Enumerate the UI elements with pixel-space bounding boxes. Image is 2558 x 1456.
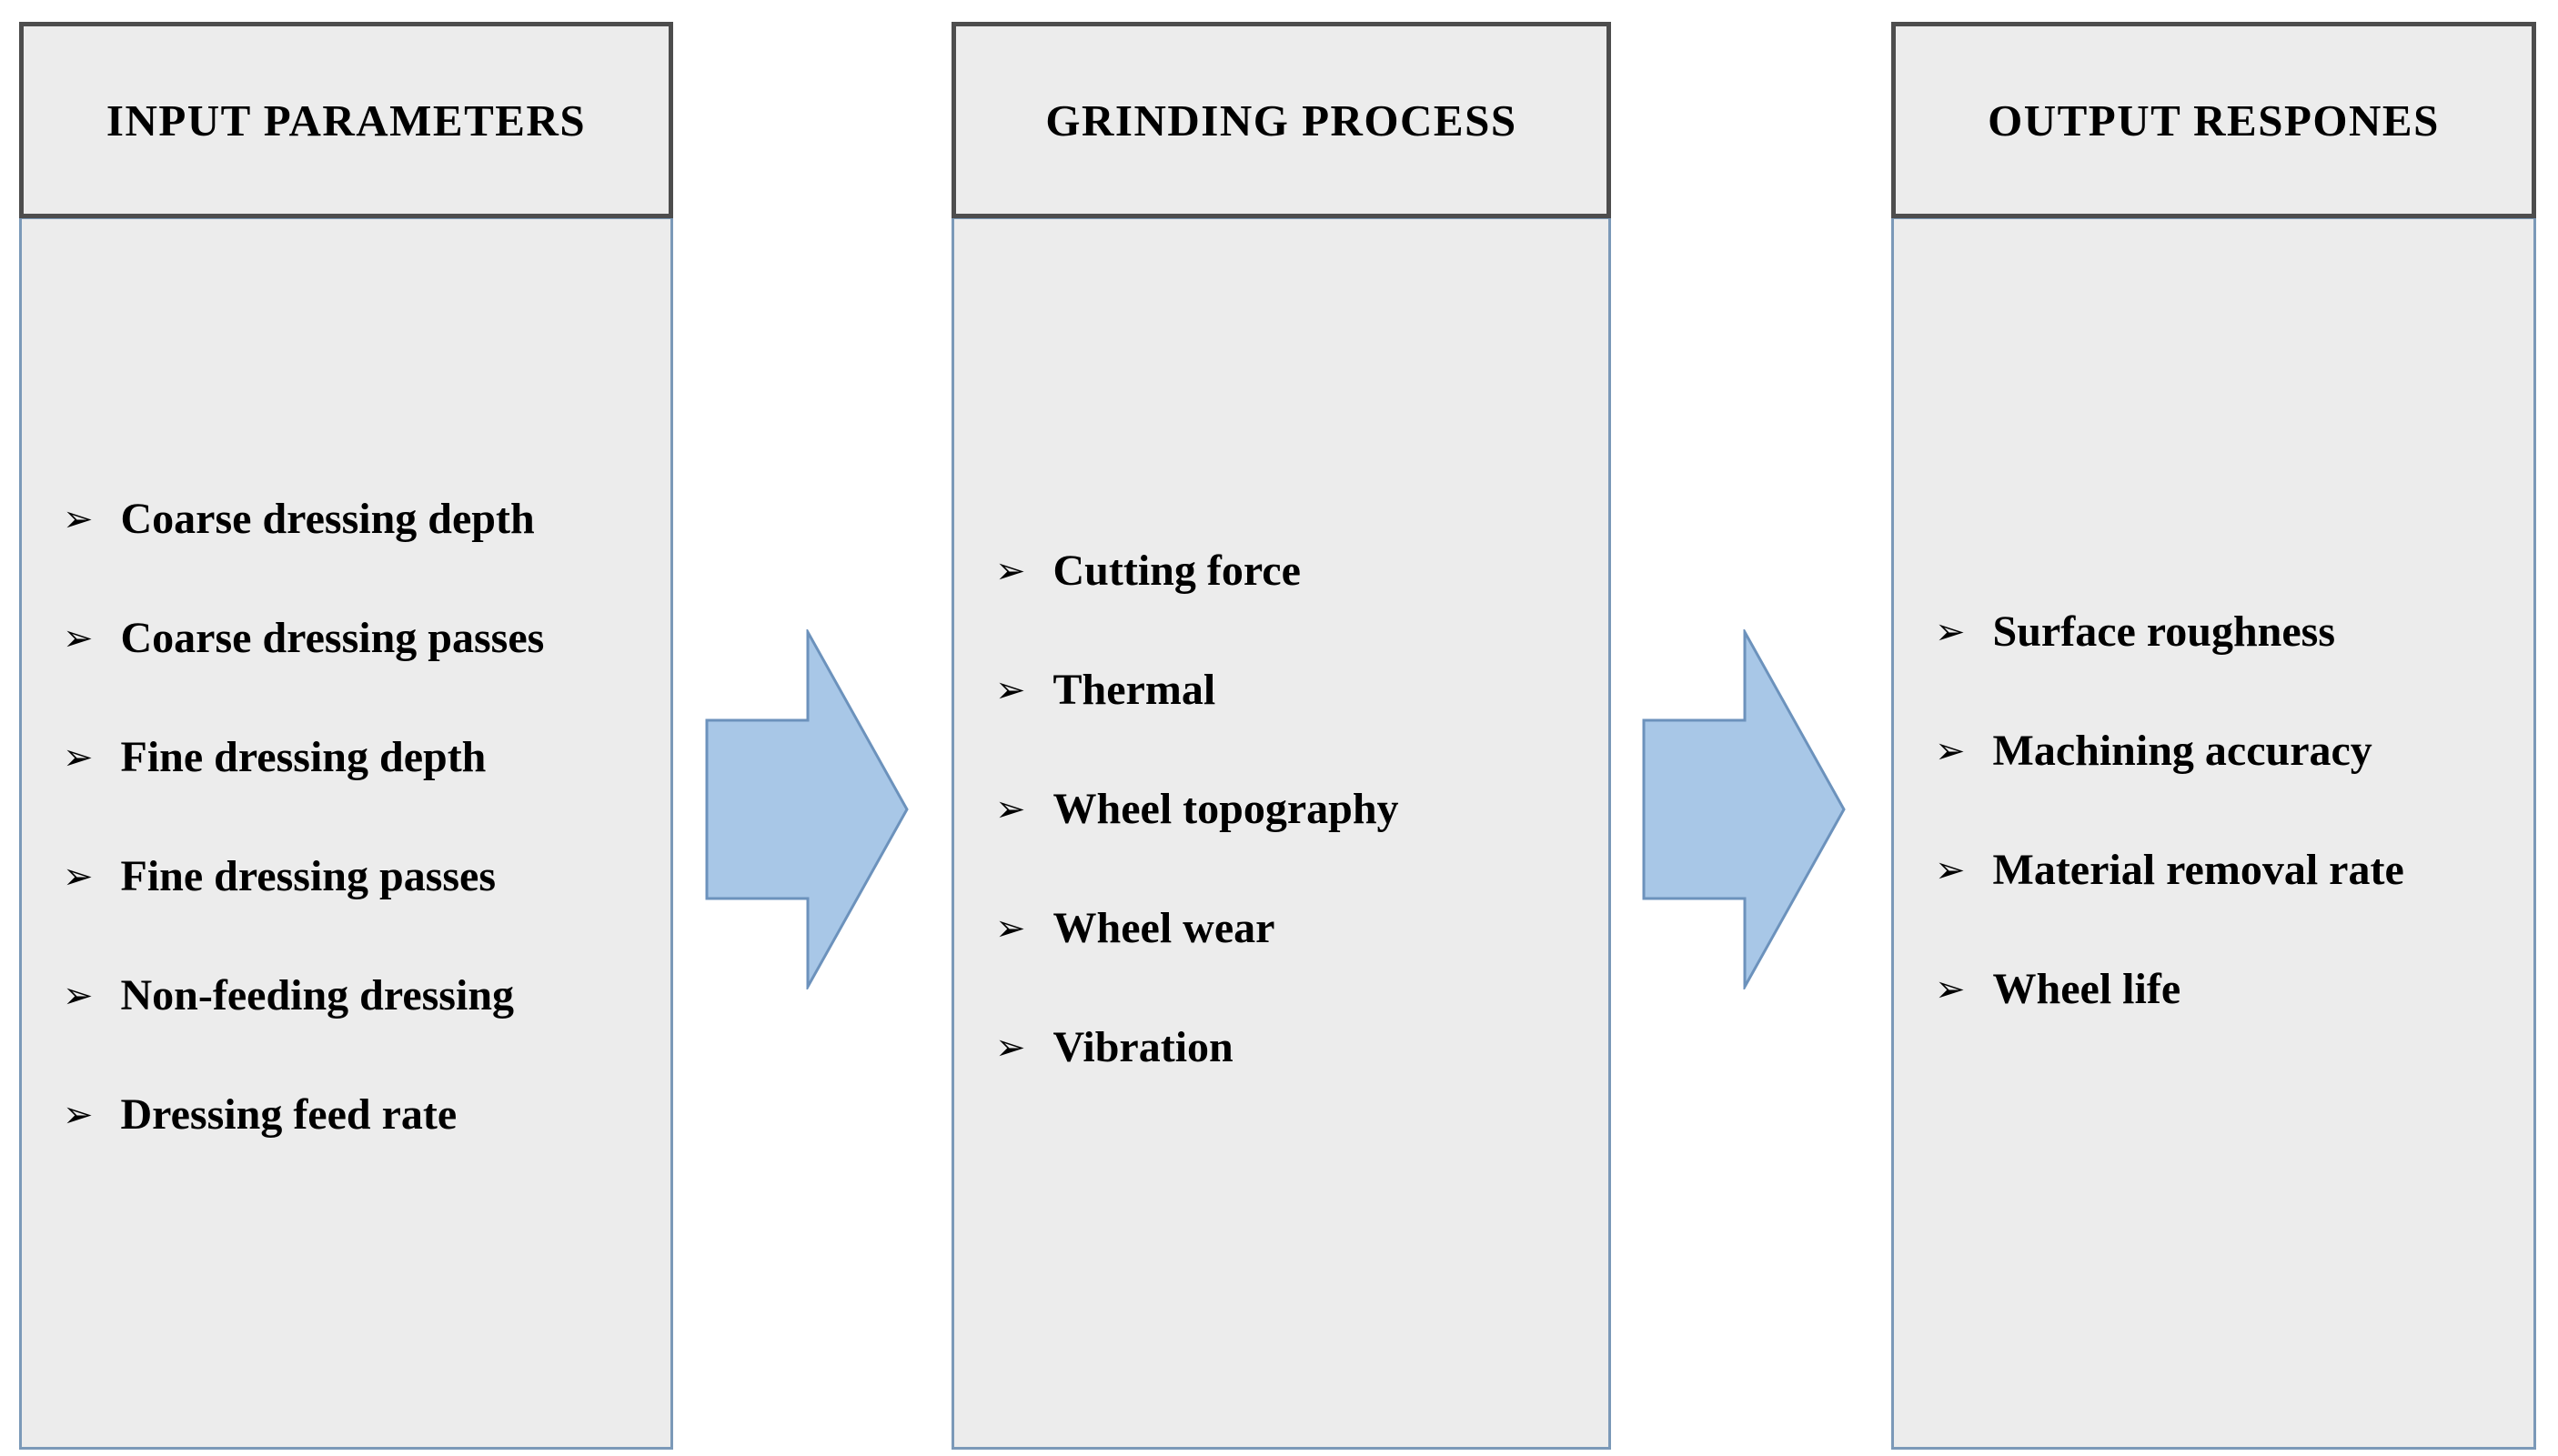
arrowhead-bullet-icon: ➢ (995, 549, 1026, 592)
list-item: ➢ Surface roughness (1894, 572, 2533, 691)
list-item-label: Vibration (1052, 1023, 1234, 1071)
list-item: ➢ Dressing feed rate (22, 1055, 670, 1174)
arrowhead-bullet-icon: ➢ (995, 1026, 1026, 1069)
list-item-label: Coarse dressing passes (120, 614, 545, 662)
list-item-label: Machining accuracy (1992, 727, 2372, 775)
grinding-process-column: GRINDING PROCESS ➢ Cutting force ➢ Therm… (952, 0, 1611, 1456)
arrowhead-bullet-icon: ➢ (63, 855, 94, 898)
list-item-label: Material removal rate (1992, 846, 2404, 894)
column-title: GRINDING PROCESS (1045, 95, 1517, 146)
arrowhead-bullet-icon: ➢ (995, 668, 1026, 711)
list-item: ➢ Material removal rate (1894, 810, 2533, 929)
column-title: OUTPUT RESPONES (1988, 95, 2440, 146)
column-title: INPUT PARAMETERS (106, 95, 587, 146)
output-respones-column: OUTPUT RESPONES ➢ Surface roughness ➢ Ma… (1891, 0, 2536, 1456)
list-item: ➢ Vibration (954, 988, 1608, 1107)
list-item-label: Fine dressing depth (120, 733, 487, 781)
list-item-label: Fine dressing passes (120, 852, 497, 900)
input-parameters-list: ➢ Coarse dressing depth ➢ Coarse dressin… (22, 219, 670, 1174)
arrowhead-bullet-icon: ➢ (995, 788, 1026, 830)
arrowhead-bullet-icon: ➢ (63, 1093, 94, 1136)
input-parameters-list-box: ➢ Coarse dressing depth ➢ Coarse dressin… (19, 216, 673, 1450)
grinding-process-list: ➢ Cutting force ➢ Thermal ➢ Wheel topogr… (954, 219, 1608, 1107)
list-item: ➢ Thermal (954, 630, 1608, 749)
arrowhead-bullet-icon: ➢ (63, 617, 94, 659)
list-item: ➢ Wheel wear (954, 869, 1608, 988)
output-respones-list-box: ➢ Surface roughness ➢ Machining accuracy… (1891, 216, 2536, 1450)
list-item-label: Dressing feed rate (120, 1090, 458, 1139)
arrowhead-bullet-icon: ➢ (1935, 610, 1966, 653)
output-respones-list: ➢ Surface roughness ➢ Machining accuracy… (1894, 219, 2533, 1049)
list-item: ➢ Coarse dressing depth (22, 459, 670, 578)
flow-arrow-input-to-process-icon (705, 629, 909, 989)
output-respones-header: OUTPUT RESPONES (1891, 22, 2536, 218)
grinding-process-list-box: ➢ Cutting force ➢ Thermal ➢ Wheel topogr… (952, 216, 1611, 1450)
arrowhead-bullet-icon: ➢ (63, 974, 94, 1017)
list-item: ➢ Wheel topography (954, 749, 1608, 869)
list-item-label: Surface roughness (1992, 608, 2335, 656)
arrowhead-bullet-icon: ➢ (63, 736, 94, 778)
list-item-label: Coarse dressing depth (120, 495, 535, 543)
arrowhead-bullet-icon: ➢ (995, 907, 1026, 949)
list-item-label: Wheel topography (1052, 785, 1399, 833)
arrowhead-bullet-icon: ➢ (1935, 968, 1966, 1010)
list-item: ➢ Non-feeding dressing (22, 936, 670, 1055)
grinding-process-header: GRINDING PROCESS (952, 22, 1611, 218)
list-item: ➢ Fine dressing passes (22, 817, 670, 936)
list-item: ➢ Cutting force (954, 511, 1608, 630)
arrowhead-bullet-icon: ➢ (1935, 729, 1966, 772)
input-parameters-header: INPUT PARAMETERS (19, 22, 673, 218)
list-item-label: Cutting force (1052, 547, 1301, 595)
list-item-label: Wheel life (1992, 965, 2181, 1013)
list-item: ➢ Coarse dressing passes (22, 578, 670, 698)
flow-arrow-process-to-output-icon (1642, 629, 1846, 989)
list-item-label: Thermal (1052, 666, 1216, 714)
list-item-label: Non-feeding dressing (120, 971, 515, 1019)
arrowhead-bullet-icon: ➢ (1935, 848, 1966, 891)
input-parameters-column: INPUT PARAMETERS ➢ Coarse dressing depth… (19, 0, 673, 1456)
list-item: ➢ Machining accuracy (1894, 691, 2533, 810)
list-item-label: Wheel wear (1052, 904, 1275, 952)
list-item: ➢ Fine dressing depth (22, 698, 670, 817)
list-item: ➢ Wheel life (1894, 929, 2533, 1049)
arrowhead-bullet-icon: ➢ (63, 497, 94, 540)
